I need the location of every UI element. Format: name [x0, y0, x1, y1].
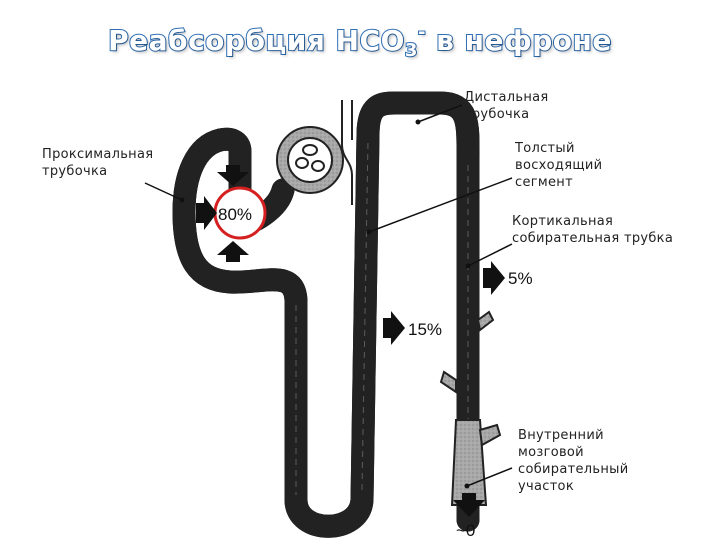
- tubule-lumen: [295, 139, 469, 505]
- page-title: Реабсорбция НСО3- в нефроне: [107, 21, 612, 62]
- leader-dot: [464, 483, 470, 489]
- percent-inner-medullary: ~0: [456, 521, 475, 540]
- leader-dot: [179, 197, 185, 203]
- arrow-up-icon: [217, 241, 249, 262]
- arrow-down-icon: [217, 165, 249, 186]
- leader-dot: [366, 229, 372, 235]
- arrow-right-icon: [383, 311, 405, 345]
- collecting-duct-branches: [439, 310, 502, 447]
- arrow-right-icon: [196, 196, 217, 230]
- arrow-down-icon: [453, 493, 485, 517]
- label-distal-tubule: Дистальная трубочка: [464, 90, 549, 122]
- leader-dot: [465, 263, 471, 269]
- collecting-duct-flare: [450, 419, 488, 506]
- arrow-right-icon: [483, 261, 505, 295]
- label-proximal-tubule: Проксимальная трубочка: [42, 147, 154, 179]
- percent-cortical-collecting: 5%: [508, 269, 533, 288]
- percent-proximal: 80%: [218, 205, 252, 224]
- leader-lines: [144, 104, 513, 487]
- label-thick-ascending-segment: Толстый восходящий сегмент: [515, 141, 603, 190]
- label-inner-medullary-segment: Внутренний мозговой собирательный участо…: [518, 428, 629, 494]
- percent-thick-ascending: 15%: [408, 320, 442, 339]
- glomerulus-icon: [276, 100, 353, 205]
- label-cortical-collecting-duct: Кортикальная собирательная трубка: [512, 214, 674, 246]
- nephron-tubule: [172, 91, 468, 526]
- leader-dot: [415, 119, 421, 125]
